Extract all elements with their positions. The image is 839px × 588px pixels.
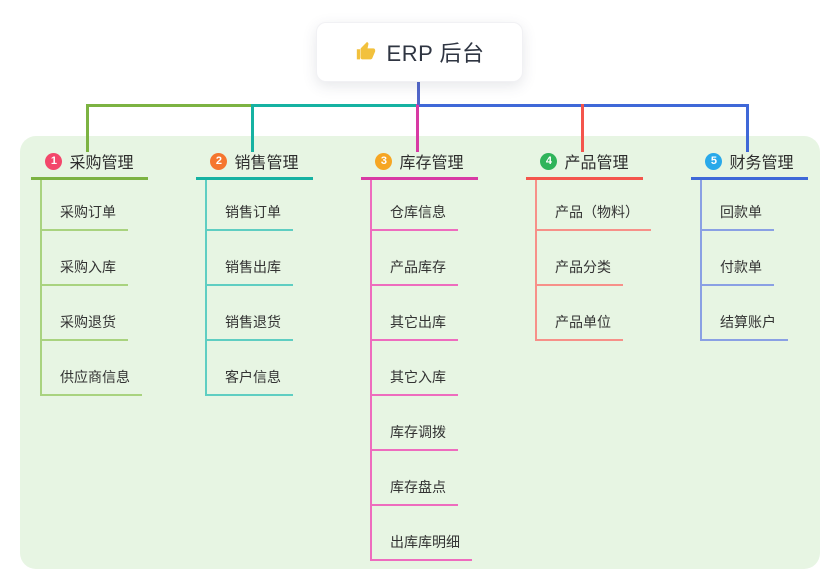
branch-items: 仓库信息 产品库存 其它出库 其它入库 库存调拨 库存盘点 出库库明细 (370, 180, 478, 561)
branch-header-purchase[interactable]: 1 采购管理 (31, 145, 148, 180)
bus-segment-teal (252, 104, 418, 107)
mindmap-node[interactable]: 采购订单 (42, 180, 128, 231)
mindmap-node[interactable]: 库存盘点 (372, 451, 458, 506)
drop-line-purchase (86, 104, 89, 152)
drop-line-product (581, 104, 584, 152)
branch-purchase: 1 采购管理 采购订单 采购入库 采购退货 供应商信息 (31, 145, 148, 396)
mindmap-node[interactable]: 采购入库 (42, 231, 128, 286)
mindmap-node[interactable]: 其它出库 (372, 286, 458, 341)
branch-number-badge: 5 (705, 152, 723, 170)
branch-items: 产品（物料） 产品分类 产品单位 (535, 180, 651, 341)
mindmap-node[interactable]: 结算账户 (702, 286, 788, 341)
branches-panel (20, 136, 820, 569)
mindmap-node[interactable]: 供应商信息 (42, 341, 142, 396)
branch-items: 回款单 付款单 结算账户 (700, 180, 808, 341)
mindmap-node[interactable]: 客户信息 (207, 341, 293, 396)
mindmap-node[interactable]: 其它入库 (372, 341, 458, 396)
branch-number-badge: 2 (210, 152, 228, 170)
mindmap-node[interactable]: 产品单位 (537, 286, 623, 341)
branch-items: 销售订单 销售出库 销售退货 客户信息 (205, 180, 313, 396)
drop-line-inventory (416, 104, 419, 152)
root-title: ERP 后台 (386, 41, 485, 66)
mindmap-node[interactable]: 产品（物料） (537, 180, 651, 231)
mindmap-node[interactable]: 销售退货 (207, 286, 293, 341)
thumbs-up-icon (355, 41, 377, 63)
drop-line-sales (251, 104, 254, 152)
branch-inventory: 3 库存管理 仓库信息 产品库存 其它出库 其它入库 库存调拨 库存盘点 出库库… (361, 145, 478, 561)
root-connector (417, 81, 420, 105)
branch-header-sales[interactable]: 2 销售管理 (196, 145, 313, 180)
branch-product: 4 产品管理 产品（物料） 产品分类 产品单位 (526, 145, 651, 341)
branch-items: 采购订单 采购入库 采购退货 供应商信息 (40, 180, 148, 396)
drop-line-finance (746, 104, 749, 152)
branch-sales: 2 销售管理 销售订单 销售出库 销售退货 客户信息 (196, 145, 313, 396)
mindmap-node[interactable]: 销售出库 (207, 231, 293, 286)
branch-label: 采购管理 (69, 155, 134, 172)
branch-label: 库存管理 (399, 155, 464, 172)
branch-header-finance[interactable]: 5 财务管理 (691, 145, 808, 180)
mindmap-node[interactable]: 出库库明细 (372, 506, 472, 561)
mindmap-node[interactable]: 销售订单 (207, 180, 293, 231)
branch-number-badge: 4 (540, 152, 558, 170)
mindmap-node[interactable]: 仓库信息 (372, 180, 458, 231)
branch-header-inventory[interactable]: 3 库存管理 (361, 145, 478, 180)
branch-number-badge: 3 (375, 152, 393, 170)
bus-segment-green (86, 104, 255, 107)
branch-header-product[interactable]: 4 产品管理 (526, 145, 643, 180)
mindmap-node[interactable]: 付款单 (702, 231, 774, 286)
mindmap-node[interactable]: 产品库存 (372, 231, 458, 286)
branch-label: 财务管理 (729, 155, 794, 172)
mindmap-node[interactable]: 采购退货 (42, 286, 128, 341)
mindmap-node[interactable]: 回款单 (702, 180, 774, 231)
branch-number-badge: 1 (45, 152, 63, 170)
branch-label: 销售管理 (234, 155, 299, 172)
branch-finance: 5 财务管理 回款单 付款单 结算账户 (691, 145, 808, 341)
mindmap-node[interactable]: 产品分类 (537, 231, 623, 286)
root-node[interactable]: ERP 后台 (316, 22, 523, 82)
branch-label: 产品管理 (564, 155, 629, 172)
mindmap-node[interactable]: 库存调拨 (372, 396, 458, 451)
